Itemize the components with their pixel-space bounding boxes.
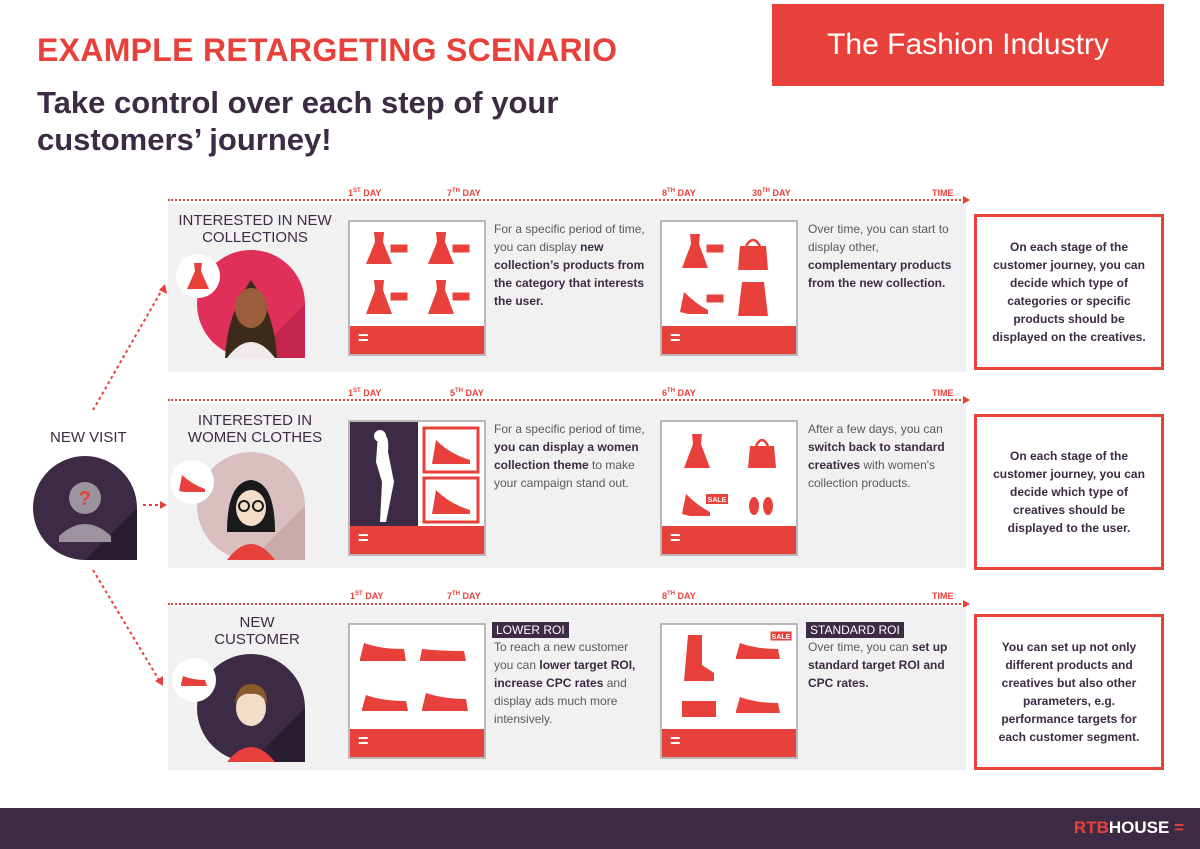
card-footer: [350, 729, 484, 757]
sale-tag-text: SALE: [708, 497, 727, 504]
day-label: 6TH DAY: [662, 388, 696, 398]
lower-roi-tag: LOWER ROI: [492, 621, 569, 639]
rtb-house-logo: RTBHOUSE =: [1073, 818, 1184, 837]
thought-bubble: [170, 460, 214, 504]
timeline-row-3: [168, 603, 968, 605]
timeline-arrow-1: [963, 196, 970, 204]
time-label: TIME: [932, 591, 954, 601]
new-visit-avatar: ?: [33, 456, 137, 560]
standard-products-icon: SALE: [682, 434, 776, 516]
unknown-user-icon: ?: [59, 482, 137, 560]
day-label: 5TH DAY: [450, 388, 484, 398]
day-label: 8TH DAY: [662, 591, 696, 601]
stage-description: For a specific period of time, you can d…: [494, 422, 645, 490]
day-label: 1ST DAY: [350, 591, 384, 601]
branch-arrows: [92, 284, 167, 686]
creative-card: [348, 623, 486, 759]
segment-label: INTERESTED IN NEW COLLECTIONS: [178, 212, 332, 246]
standard-roi-tag: STANDARD ROI: [806, 621, 904, 639]
day-label: 30TH DAY: [752, 188, 791, 198]
day-label: 7TH DAY: [447, 188, 481, 198]
day-label: 8TH DAY: [662, 188, 696, 198]
day-label: 1ST DAY: [348, 388, 382, 398]
creative-card: [348, 420, 486, 556]
stage-description: Over time, you can set up standard targe…: [808, 640, 948, 690]
card-footer: [350, 326, 484, 354]
card-footer: [350, 526, 484, 554]
timeline-row-1: [168, 199, 968, 201]
customer-avatar: [197, 452, 305, 560]
creative-card: SALE: [660, 623, 798, 759]
day-label: 1ST DAY: [348, 188, 382, 198]
time-label: TIME: [932, 388, 954, 398]
dress-icon: [187, 263, 209, 289]
thought-bubble: [172, 658, 216, 702]
timeline-arrow-3: [963, 600, 970, 608]
sneaker-icon: [181, 676, 207, 686]
footer-bar: [0, 808, 1200, 849]
complementary-products-icon: [680, 234, 768, 316]
creative-card: SALE: [660, 420, 798, 556]
dresses-grid-icon: [366, 232, 471, 314]
creative-card: [348, 220, 486, 356]
card-footer: [662, 729, 796, 757]
women-collection-icon: [350, 422, 480, 526]
thought-bubble: [176, 254, 220, 298]
stage-summary-box: You can set up not only different produc…: [974, 614, 1164, 770]
industry-banner: The Fashion Industry: [772, 4, 1164, 86]
woman-glasses-avatar-icon: [227, 480, 305, 560]
stage-description: To reach a new customer you can lower ta…: [494, 640, 636, 726]
card-footer: [662, 526, 796, 554]
creative-card: [660, 220, 798, 356]
stage-description: After a few days, you can switch back to…: [808, 422, 945, 490]
footwear-products-icon: SALE: [682, 630, 793, 717]
stage-description: For a specific period of time, you can d…: [494, 222, 645, 308]
man-avatar-icon: [227, 684, 305, 762]
svg-text:?: ?: [79, 488, 91, 510]
stage-summary-box: On each stage of the customer journey, y…: [974, 414, 1164, 570]
page-subtitle: Take control over each step of your cust…: [37, 85, 559, 157]
stage-description: Over time, you can start to display othe…: [808, 222, 952, 290]
stage-summary-box: On each stage of the customer journey, y…: [974, 214, 1164, 370]
day-label: 7TH DAY: [447, 591, 481, 601]
sale-tag-text: SALE: [772, 634, 791, 641]
card-footer: [662, 326, 796, 354]
timeline-row-2: [168, 399, 968, 401]
page-title: EXAMPLE RETARGETING SCENARIO: [37, 32, 618, 68]
time-label: TIME: [932, 188, 954, 198]
customer-avatar: [197, 654, 305, 762]
segment-label: NEW CUSTOMER: [214, 614, 300, 648]
timeline-arrow-2: [963, 396, 970, 404]
customer-avatar: [197, 250, 305, 358]
heel-shoe-icon: [179, 475, 205, 492]
segment-label: INTERESTED IN WOMEN CLOTHES: [187, 412, 323, 446]
new-visit-label: NEW VISIT: [50, 429, 127, 446]
sneakers-grid-icon: [360, 643, 468, 711]
woman-avatar-icon: [225, 280, 305, 358]
